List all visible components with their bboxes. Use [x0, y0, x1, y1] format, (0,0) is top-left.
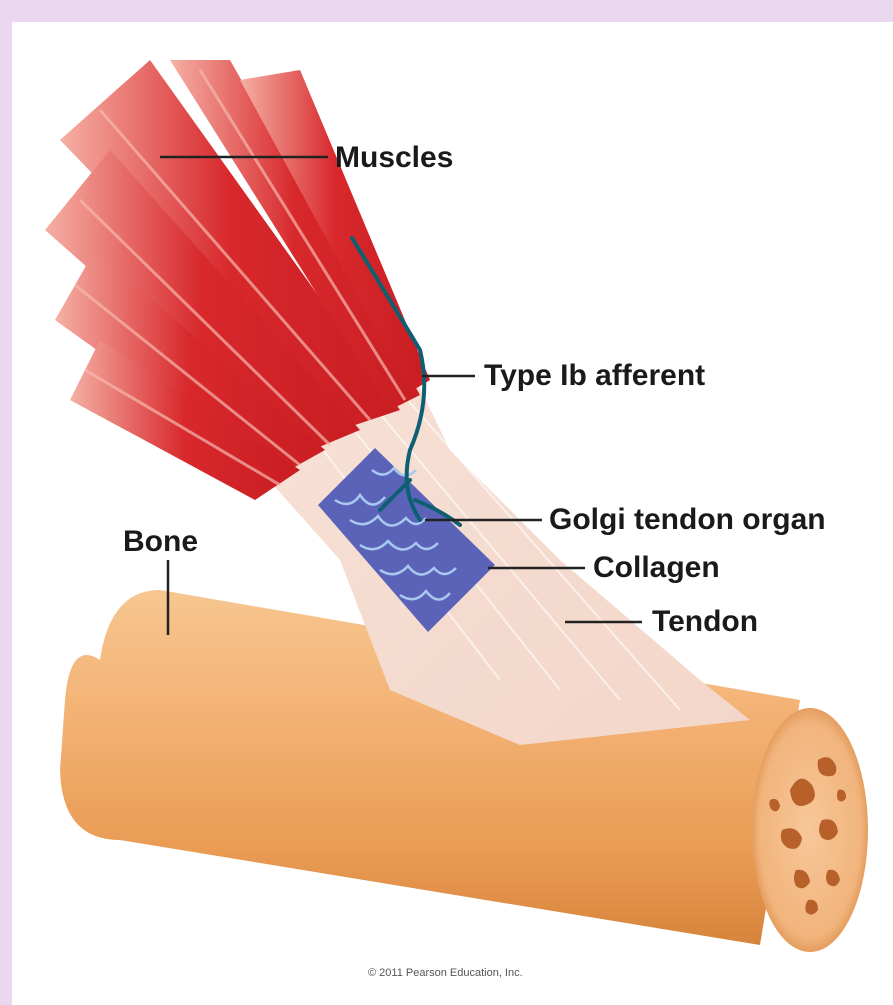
- label-tendon: Tendon: [652, 607, 758, 637]
- label-bone: Bone: [123, 527, 198, 557]
- label-muscles: Muscles: [335, 143, 453, 173]
- label-type-ib-afferent: Type Ib afferent: [484, 361, 705, 391]
- copyright-credit: © 2011 Pearson Education, Inc.: [368, 967, 523, 979]
- bone-cross-section: [752, 708, 868, 952]
- label-collagen: Collagen: [593, 553, 720, 583]
- label-golgi-tendon-organ: Golgi tendon organ: [549, 505, 826, 535]
